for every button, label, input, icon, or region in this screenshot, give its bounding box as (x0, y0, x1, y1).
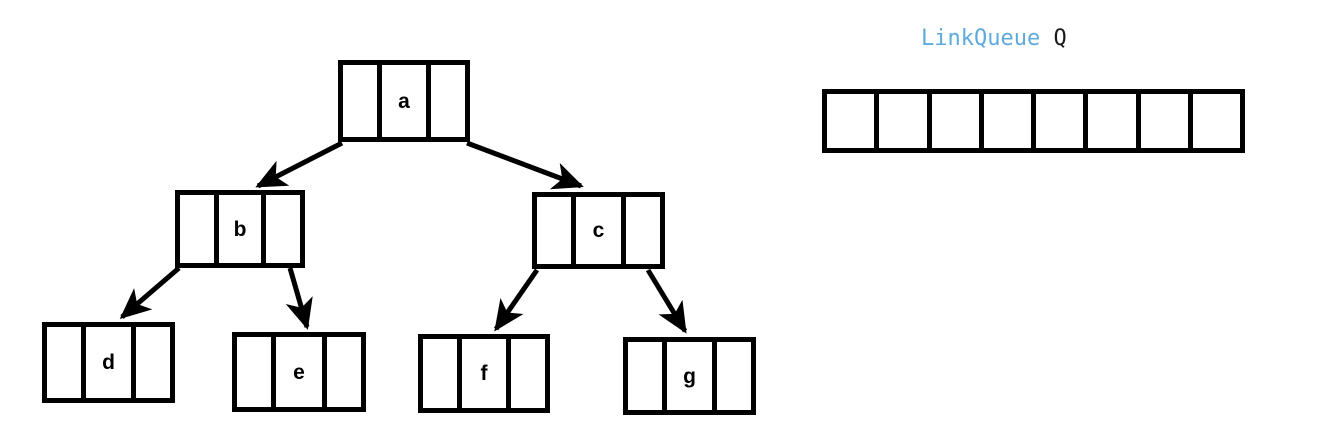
node-a-data-cell: a (377, 65, 431, 137)
node-f-left-pointer-cell (423, 339, 457, 408)
node-f-data-cell: f (457, 339, 511, 408)
node-e-left-pointer-cell (237, 337, 271, 407)
node-b-data-cell: b (214, 195, 266, 263)
queue-cell-4[interactable] (1036, 94, 1089, 148)
edge-a-to-c (466, 140, 584, 190)
queue-label-space (1040, 26, 1053, 51)
queue-cell-2[interactable] (931, 94, 984, 148)
node-e-right-pointer-cell (327, 337, 361, 407)
node-d-right-pointer-cell (136, 327, 170, 398)
node-c-right-pointer-cell (626, 197, 660, 264)
node-b-right-pointer-cell (266, 195, 300, 263)
node-c-left-pointer-cell (537, 197, 571, 264)
queue-cell-3[interactable] (983, 94, 1036, 148)
queue-cell-5[interactable] (1088, 94, 1141, 148)
queue-cell-0[interactable] (827, 94, 880, 148)
node-d-data-cell: d (81, 327, 136, 398)
edge-a-to-b (255, 140, 344, 189)
tree-node-e[interactable]: e (232, 332, 366, 412)
node-b-left-pointer-cell (180, 195, 214, 263)
edge-c-to-f (493, 268, 540, 332)
node-f-right-pointer-cell (511, 339, 545, 408)
tree-node-a[interactable]: a (338, 60, 470, 142)
node-g-left-pointer-cell (628, 342, 662, 410)
tree-node-f[interactable]: f (418, 334, 550, 413)
edge-b-to-e (285, 267, 313, 330)
node-c-data-cell: c (571, 197, 626, 264)
tree-node-d[interactable]: d (42, 322, 175, 403)
node-g-data-cell: g (662, 342, 717, 410)
queue-container[interactable] (822, 89, 1245, 153)
queue-label: LinkQueue Q (921, 28, 1067, 50)
edge-b-to-d (119, 266, 181, 319)
queue-cell-6[interactable] (1140, 94, 1193, 148)
queue-cell-7[interactable] (1192, 94, 1240, 148)
tree-node-g[interactable]: g (623, 337, 756, 415)
node-g-right-pointer-cell (717, 342, 751, 410)
queue-type-keyword: LinkQueue (921, 26, 1041, 51)
node-e-data-cell: e (271, 337, 327, 407)
node-a-right-pointer-cell (431, 65, 465, 137)
tree-node-b[interactable]: b (175, 190, 305, 268)
node-d-left-pointer-cell (47, 327, 81, 398)
tree-node-c[interactable]: c (532, 192, 665, 269)
queue-variable-name: Q (1053, 26, 1067, 51)
node-a-left-pointer-cell (343, 65, 377, 137)
queue-cell-1[interactable] (879, 94, 932, 148)
edge-c-to-g (645, 268, 688, 334)
